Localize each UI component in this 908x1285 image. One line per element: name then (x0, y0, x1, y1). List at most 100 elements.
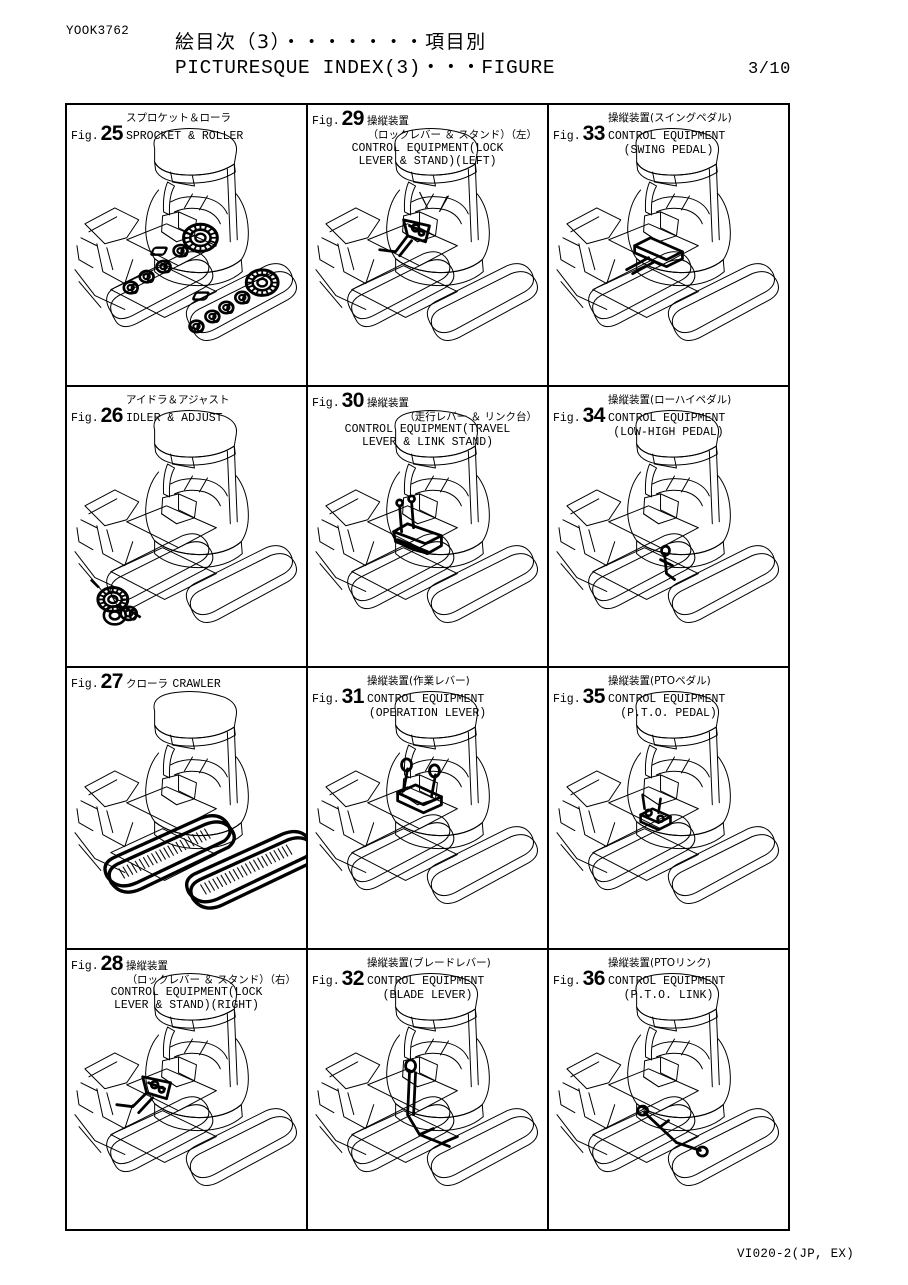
caption-head-text: 操縦装置(ローハイペダル) CONTROL EQUIPMENT (608, 390, 784, 426)
caption-english-head: CONTROL EQUIPMENT (607, 974, 726, 988)
caption-japanese-line: （走行レバー ＆ リンク台） (404, 410, 537, 423)
figure-number: 34 (582, 403, 606, 427)
figure-index-grid: Fig. 25 スプロケット＆ローラ SPROCKET & ROLLER (65, 103, 790, 1231)
caption-head-row: Fig. 34 操縦装置(ローハイペダル) CONTROL EQUIPMENT (553, 390, 784, 426)
caption-japanese-head: 操縦装置(作業レバー) (366, 675, 470, 687)
caption-head-text: アイドラ＆アジャスト IDLER & ADJUST (126, 390, 302, 426)
excavator-illustration (315, 972, 538, 1186)
figure-cell-34[interactable]: Fig. 34 操縦装置(ローハイペダル) CONTROL EQUIPMENT … (549, 386, 790, 668)
caption-english-line: (P.T.O. PEDAL) (620, 707, 717, 720)
caption-head-row: Fig. 31 操縦装置(作業レバー) CONTROL EQUIPMENT (312, 671, 543, 707)
caption-head-text: 操縦装置(PTOリンク) CONTROL EQUIPMENT (608, 953, 784, 989)
fig-label: Fig. (553, 693, 581, 706)
fig-label: Fig. (71, 959, 99, 973)
caption-english-line: LEVER & LINK STAND) (361, 436, 494, 449)
figure-caption: Fig. 25 スプロケット＆ローラ SPROCKET & ROLLER (67, 108, 306, 144)
page-title-english: PICTURESQUE INDEX(3)・・・FIGURE (175, 57, 556, 79)
caption-head-row: Fig. 29 操縦装置 (312, 108, 543, 129)
figure-number: 28 (100, 951, 124, 975)
fig-label: Fig. (553, 974, 581, 988)
caption-english-head: CONTROL EQUIPMENT (366, 693, 485, 706)
document-code: YOOK3762 (66, 24, 130, 38)
caption-english-line: (P.T.O. LINK) (623, 988, 714, 1002)
figure-number: 27 (100, 670, 124, 693)
caption-head-text: スプロケット＆ローラ SPROCKET & ROLLER (126, 108, 302, 144)
fig-label: Fig. (553, 411, 581, 425)
figure-number: 31 (341, 685, 365, 708)
figure-number: 32 (341, 966, 365, 990)
caption-english-line: CONTROL EQUIPMENT(LOCK (110, 986, 263, 999)
caption-english-line: (BLADE LEVER) (382, 988, 473, 1002)
figure-cell-26[interactable]: Fig. 26 アイドラ＆アジャスト IDLER & ADJUST (67, 386, 308, 668)
figure-cell-27[interactable]: Fig. 27 クローラ CRAWLER (67, 668, 308, 950)
excavator-illustration (315, 409, 538, 623)
caption-english-line: (SWING PEDAL) (623, 144, 714, 157)
fig-label: Fig. (312, 115, 340, 128)
excavator-illustration (556, 972, 779, 1186)
figure-cell-35[interactable]: Fig. 35 操縦装置(PTOペダル) CONTROL EQUIPMENT (… (549, 668, 790, 950)
figure-caption: Fig. 33 操縦装置(スイングペダル) CONTROL EQUIPMENT … (549, 108, 788, 157)
caption-japanese-line: （ロックレバー ＆ スタンド）（右） (126, 973, 296, 986)
excavator-illustration (74, 127, 297, 342)
caption-head-text: 操縦装置 (126, 956, 302, 974)
figure-cell-31[interactable]: Fig. 31 操縦装置(作業レバー) CONTROL EQUIPMENT (O… (308, 668, 549, 950)
caption-head-text: クローラ CRAWLER (126, 674, 302, 692)
figure-caption: Fig. 30 操縦装置 （走行レバー ＆ リンク台）CONTROL EQUIP… (308, 390, 547, 450)
caption-head-row: Fig. 26 アイドラ＆アジャスト IDLER & ADJUST (71, 390, 302, 426)
fig-label: Fig. (312, 396, 340, 410)
caption-japanese-head: 操縦装置(ローハイペダル) (607, 393, 732, 406)
excavator-illustration (74, 690, 306, 910)
figure-caption: Fig. 36 操縦装置(PTOリンク) CONTROL EQUIPMENT (… (549, 953, 788, 1002)
figure-cell-29[interactable]: Fig. 29 操縦装置 （ロックレバー ＆ スタンド）（左）CONTROL E… (308, 105, 549, 387)
caption-english-head: CONTROL EQUIPMENT (366, 974, 485, 988)
figure-number: 30 (341, 388, 365, 412)
excavator-illustration (74, 972, 297, 1186)
excavator-illustration (315, 127, 538, 342)
page-title: 絵目次（3）・・・・・・・項目別 PICTURESQUE INDEX(3)・・・… (175, 30, 695, 80)
caption-head-text: 操縦装置(PTOペダル) CONTROL EQUIPMENT (608, 671, 784, 707)
caption-english-line: CONTROL EQUIPMENT(TRAVEL (344, 423, 511, 436)
figure-cell-32[interactable]: Fig. 32 操縦装置(ブレードレバー) CONTROL EQUIPMENT … (308, 949, 549, 1231)
caption-english-line: (LOW-HIGH PEDAL) (613, 425, 724, 439)
caption-english-head: SPROCKET & ROLLER (125, 130, 244, 143)
page-title-japanese: 絵目次（3）・・・・・・・項目別 (175, 31, 487, 53)
caption-head-row: Fig. 35 操縦装置(PTOペダル) CONTROL EQUIPMENT (553, 671, 784, 707)
fig-label: Fig. (312, 693, 340, 706)
fig-label: Fig. (553, 130, 581, 143)
caption-english-head: CRAWLER (172, 678, 221, 691)
fig-label: Fig. (312, 974, 340, 988)
figure-caption: Fig. 31 操縦装置(作業レバー) CONTROL EQUIPMENT (O… (308, 671, 547, 720)
figure-number: 26 (100, 403, 124, 427)
page-number: 3/10 (748, 60, 791, 79)
figure-cell-28[interactable]: Fig. 28 操縦装置 （ロックレバー ＆ スタンド）（右）CONTROL E… (67, 949, 308, 1231)
caption-english-line: (OPERATION LEVER) (368, 707, 487, 720)
figure-cell-30[interactable]: Fig. 30 操縦装置 （走行レバー ＆ リンク台）CONTROL EQUIP… (308, 386, 549, 668)
caption-head-row: Fig. 28 操縦装置 (71, 953, 302, 974)
caption-japanese-head: 操縦装置(ブレードレバー) (366, 956, 491, 969)
figure-number: 29 (341, 107, 365, 130)
caption-head-row: Fig. 27 クローラ CRAWLER (71, 671, 302, 692)
figure-cell-36[interactable]: Fig. 36 操縦装置(PTOリンク) CONTROL EQUIPMENT (… (549, 949, 790, 1231)
caption-english-head: CONTROL EQUIPMENT (607, 693, 726, 706)
caption-head-row: Fig. 36 操縦装置(PTOリンク) CONTROL EQUIPMENT (553, 953, 784, 989)
caption-head-row: Fig. 32 操縦装置(ブレードレバー) CONTROL EQUIPMENT (312, 953, 543, 989)
figure-number: 33 (582, 122, 606, 145)
figure-cell-33[interactable]: Fig. 33 操縦装置(スイングペダル) CONTROL EQUIPMENT … (549, 105, 790, 387)
figure-caption: Fig. 35 操縦装置(PTOペダル) CONTROL EQUIPMENT (… (549, 671, 788, 720)
caption-japanese-head: 操縦装置(スイングペダル) (607, 112, 732, 124)
fig-label: Fig. (71, 130, 99, 143)
caption-head-text: 操縦装置 (367, 111, 543, 129)
footer-document-code: VI020-2(JP, EX) (737, 1247, 855, 1261)
caption-head-row: Fig. 30 操縦装置 (312, 390, 543, 411)
figure-caption: Fig. 27 クローラ CRAWLER (67, 671, 306, 692)
caption-english-head: CONTROL EQUIPMENT (607, 130, 726, 143)
caption-head-text: 操縦装置(作業レバー) CONTROL EQUIPMENT (367, 671, 543, 707)
excavator-illustration (74, 409, 297, 626)
caption-japanese-head: 操縦装置 (366, 115, 409, 127)
figure-caption: Fig. 32 操縦装置(ブレードレバー) CONTROL EQUIPMENT … (308, 953, 547, 1002)
figure-cell-25[interactable]: Fig. 25 スプロケット＆ローラ SPROCKET & ROLLER (67, 105, 308, 387)
figure-caption: Fig. 29 操縦装置 （ロックレバー ＆ スタンド）（左）CONTROL E… (308, 108, 547, 168)
fig-label: Fig. (71, 678, 99, 691)
caption-english-line: CONTROL EQUIPMENT(LOCK (351, 141, 504, 155)
excavator-illustration (556, 127, 779, 342)
